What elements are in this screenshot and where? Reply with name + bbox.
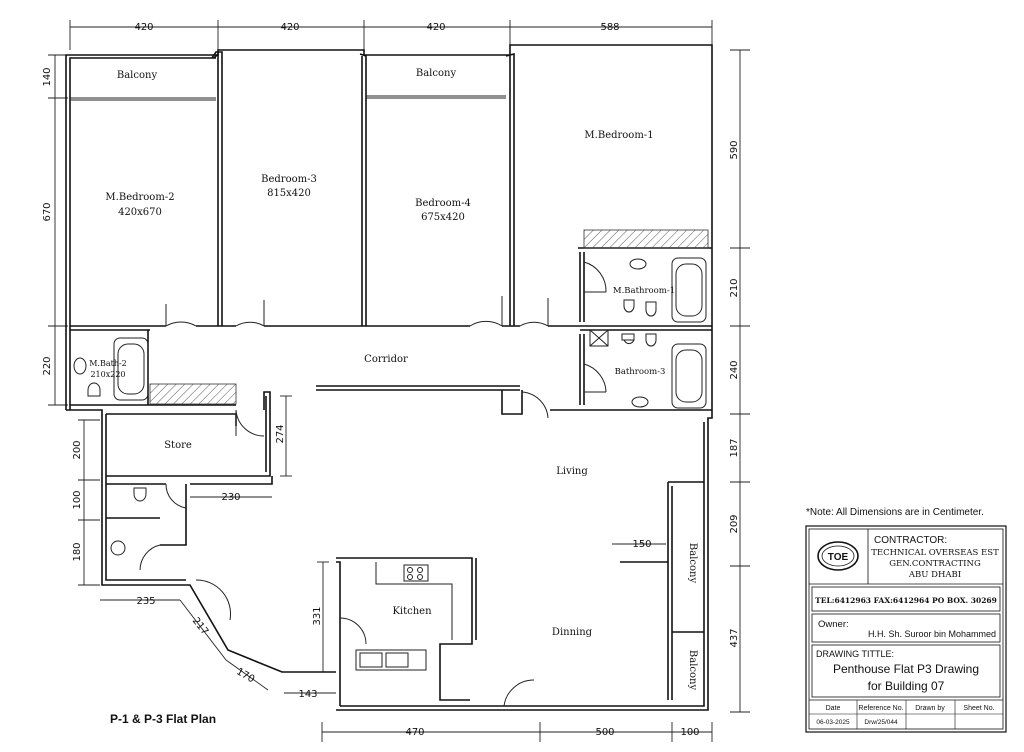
bathroom-fixtures [73,257,707,556]
right-dimension-line [730,49,750,713]
dim-bottom-1: 470 [405,727,424,738]
label-bedroom-3: Bedroom-3 [261,174,317,185]
dim-top-1: 420 [134,22,153,33]
dim-217: 217 [190,616,210,638]
col-date: Date [826,705,841,712]
label-mbath-2-size: 210x220 [90,370,125,379]
contact-line: TEL:6412963 FAX:6412964 PO BOX. 30269 [815,596,997,605]
col-reference: Reference No. [858,705,903,712]
dim-top-4: 588 [600,22,619,33]
dim-left-6: 180 [72,542,83,561]
dim-right-5: 209 [729,514,740,533]
label-mbedroom-2: M.Bedroom-2 [105,192,174,203]
dim-150: 150 [632,539,651,550]
kitchen-fixtures [355,562,453,671]
label-corridor: Corridor [364,354,408,365]
val-reference: Drw/25/044 [864,719,898,726]
company-logo: TOE [817,541,859,571]
outer-walls [65,44,713,711]
dim-kitchen-height: 331 [312,606,323,625]
dim-right-6: 437 [729,628,740,647]
label-living: Living [556,466,588,477]
logo-text: TOE [828,552,849,563]
val-date: 06-03-2025 [816,719,850,726]
label-dinning: Dinning [552,627,593,638]
dim-143: 143 [298,689,317,700]
dim-bottom-2: 500 [595,727,614,738]
label-balcony-3: Balcony [687,543,698,584]
drawing-title-line-1: Penthouse Flat P3 Drawing [833,662,979,676]
contractor-line-3: ABU DHABI [908,570,961,580]
dim-top-3: 420 [426,22,445,33]
drawing-title-line-2: for Building 07 [868,679,945,693]
dim-right-2: 210 [729,278,740,297]
contractor-line-2: GEN.CONTRACTING [889,559,981,569]
col-sheet-no: Sheet No. [963,705,994,712]
dim-right-1: 590 [729,140,740,159]
dim-left-3: 220 [42,356,53,375]
dim-right-3: 240 [729,360,740,379]
interior-walls [70,51,712,706]
dim-230: 230 [221,492,240,503]
label-balcony-4: Balcony [687,650,698,691]
door-swings [139,261,607,707]
owner-label: Owner: [818,619,849,630]
label-mbedroom-2-size: 420x670 [118,207,162,218]
label-balcony-1: Balcony [117,70,158,81]
label-store: Store [164,440,192,451]
dim-bottom-3: 100 [680,727,699,738]
owner-name: H.H. Sh. Suroor bin Mohammed [868,629,996,639]
label-bedroom-4: Bedroom-4 [415,198,471,209]
dim-left-4: 200 [72,440,83,459]
label-mbathroom-1: M.Bathroom-1 [613,286,675,296]
dimensions-note: *Note: All Dimensions are in Centimeter. [806,507,984,518]
dim-left-2: 670 [42,202,53,221]
label-kitchen: Kitchen [392,606,432,617]
contractor-label: CONTRACTOR: [874,535,947,546]
label-bedroom-3-size: 815x420 [267,188,311,199]
contractor-line-1: TECHNICAL OVERSEAS EST [871,548,999,558]
label-bedroom-4-size: 675x420 [421,212,465,223]
label-balcony-2: Balcony [416,68,457,79]
label-mbedroom-1: M.Bedroom-1 [584,130,653,141]
dim-235: 235 [136,596,155,607]
dim-left-5: 100 [72,490,83,509]
dim-left-1: 140 [42,67,53,86]
drawing-title-label: DRAWING TITTLE: [816,649,894,659]
label-mbath-2: M.Bath-2 [89,359,127,368]
dim-store-height: 274 [275,424,286,443]
wardrobe-hatch-1 [583,229,709,249]
dim-right-4: 187 [729,438,740,457]
dim-170: 170 [234,666,256,685]
col-drawn-by: Drawn by [915,705,945,712]
dim-top-2: 420 [280,22,299,33]
title-block [805,525,1007,733]
plan-title: P-1 & P-3 Flat Plan [110,712,216,726]
bottom-dimension-line [321,722,713,742]
wardrobe-hatch-2 [149,383,237,405]
label-bathroom-3: Bathroom-3 [615,367,666,377]
left-dimension-line [48,54,100,586]
top-dimension-line [69,20,713,50]
